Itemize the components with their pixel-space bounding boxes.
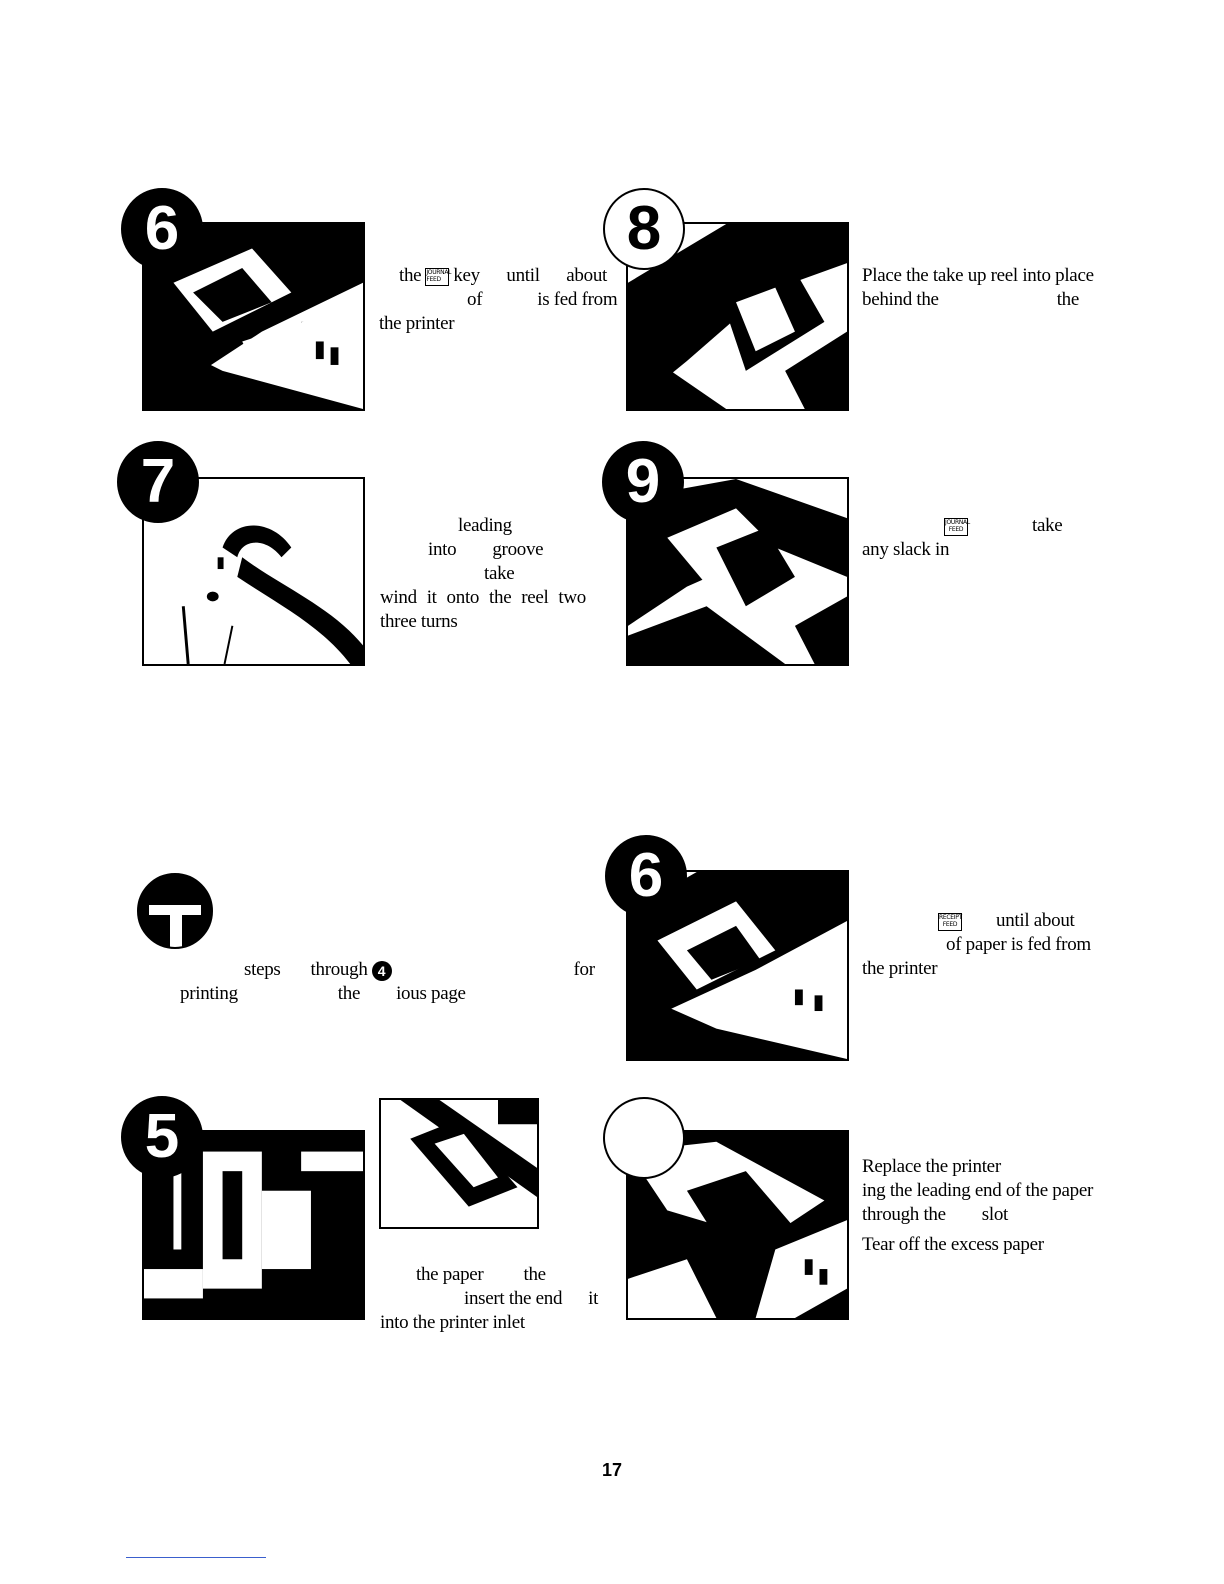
step7-line4: wind it onto the reel two: [380, 587, 586, 608]
step-4-circled-icon: 4: [371, 960, 392, 981]
step7-receipt-badge: [603, 1097, 685, 1179]
step5-photo-inset: [379, 1098, 539, 1229]
step9-line2: any slack in: [862, 539, 950, 560]
step9-badge: 9: [602, 441, 684, 523]
step6-journal-illustration: [144, 224, 363, 409]
step6-journal-line3: the printer: [379, 313, 455, 334]
step9-illustration: [628, 479, 847, 664]
footer-rule: [126, 1557, 266, 1558]
receipt-section-badge: [137, 873, 213, 949]
step7-photo: [142, 477, 365, 666]
step8-line1: Place the take up reel into place: [862, 265, 1094, 286]
step7-receipt-line4: Tear off the excess paper: [862, 1234, 1044, 1255]
step7-receipt-illustration: [628, 1132, 847, 1318]
step7-line3: take: [484, 563, 515, 584]
step6-receipt-line2: of paper is fed from: [946, 934, 1091, 955]
step6-journal-word-the: the: [399, 265, 422, 286]
step7-line5: three turns: [380, 611, 458, 632]
step7-illustration: [181, 525, 363, 664]
step7-receipt-text: Replace the printer ing the leading end …: [862, 1155, 1094, 1257]
step6-receipt-line3: the printer: [862, 958, 938, 979]
step7-badge: 7: [117, 441, 199, 523]
step8-badge: 8: [603, 188, 685, 270]
step7-receipt-line2: ing the leading end of the paper: [862, 1180, 1093, 1201]
step6-receipt-badge: 6: [605, 835, 687, 917]
step7-receipt-photo: [626, 1130, 849, 1320]
step5-line3: into the printer inlet: [380, 1312, 525, 1333]
step6-journal-photo: [142, 222, 365, 411]
page-number: 17: [601, 1460, 623, 1480]
step8-illustration: [628, 224, 847, 409]
step5-badge: 5: [121, 1096, 203, 1178]
step7-line1: leading: [458, 515, 512, 536]
step6-journal-badge: 6: [121, 188, 203, 270]
step6-journal-word-key: key until about: [453, 265, 607, 286]
step8-text: Place the take up reel into place behind…: [862, 264, 1094, 312]
step5-inset-illustration: [381, 1100, 537, 1227]
step6-receipt-illustration: [628, 872, 847, 1059]
step7-receipt-line1: Replace the printer: [862, 1156, 1001, 1177]
